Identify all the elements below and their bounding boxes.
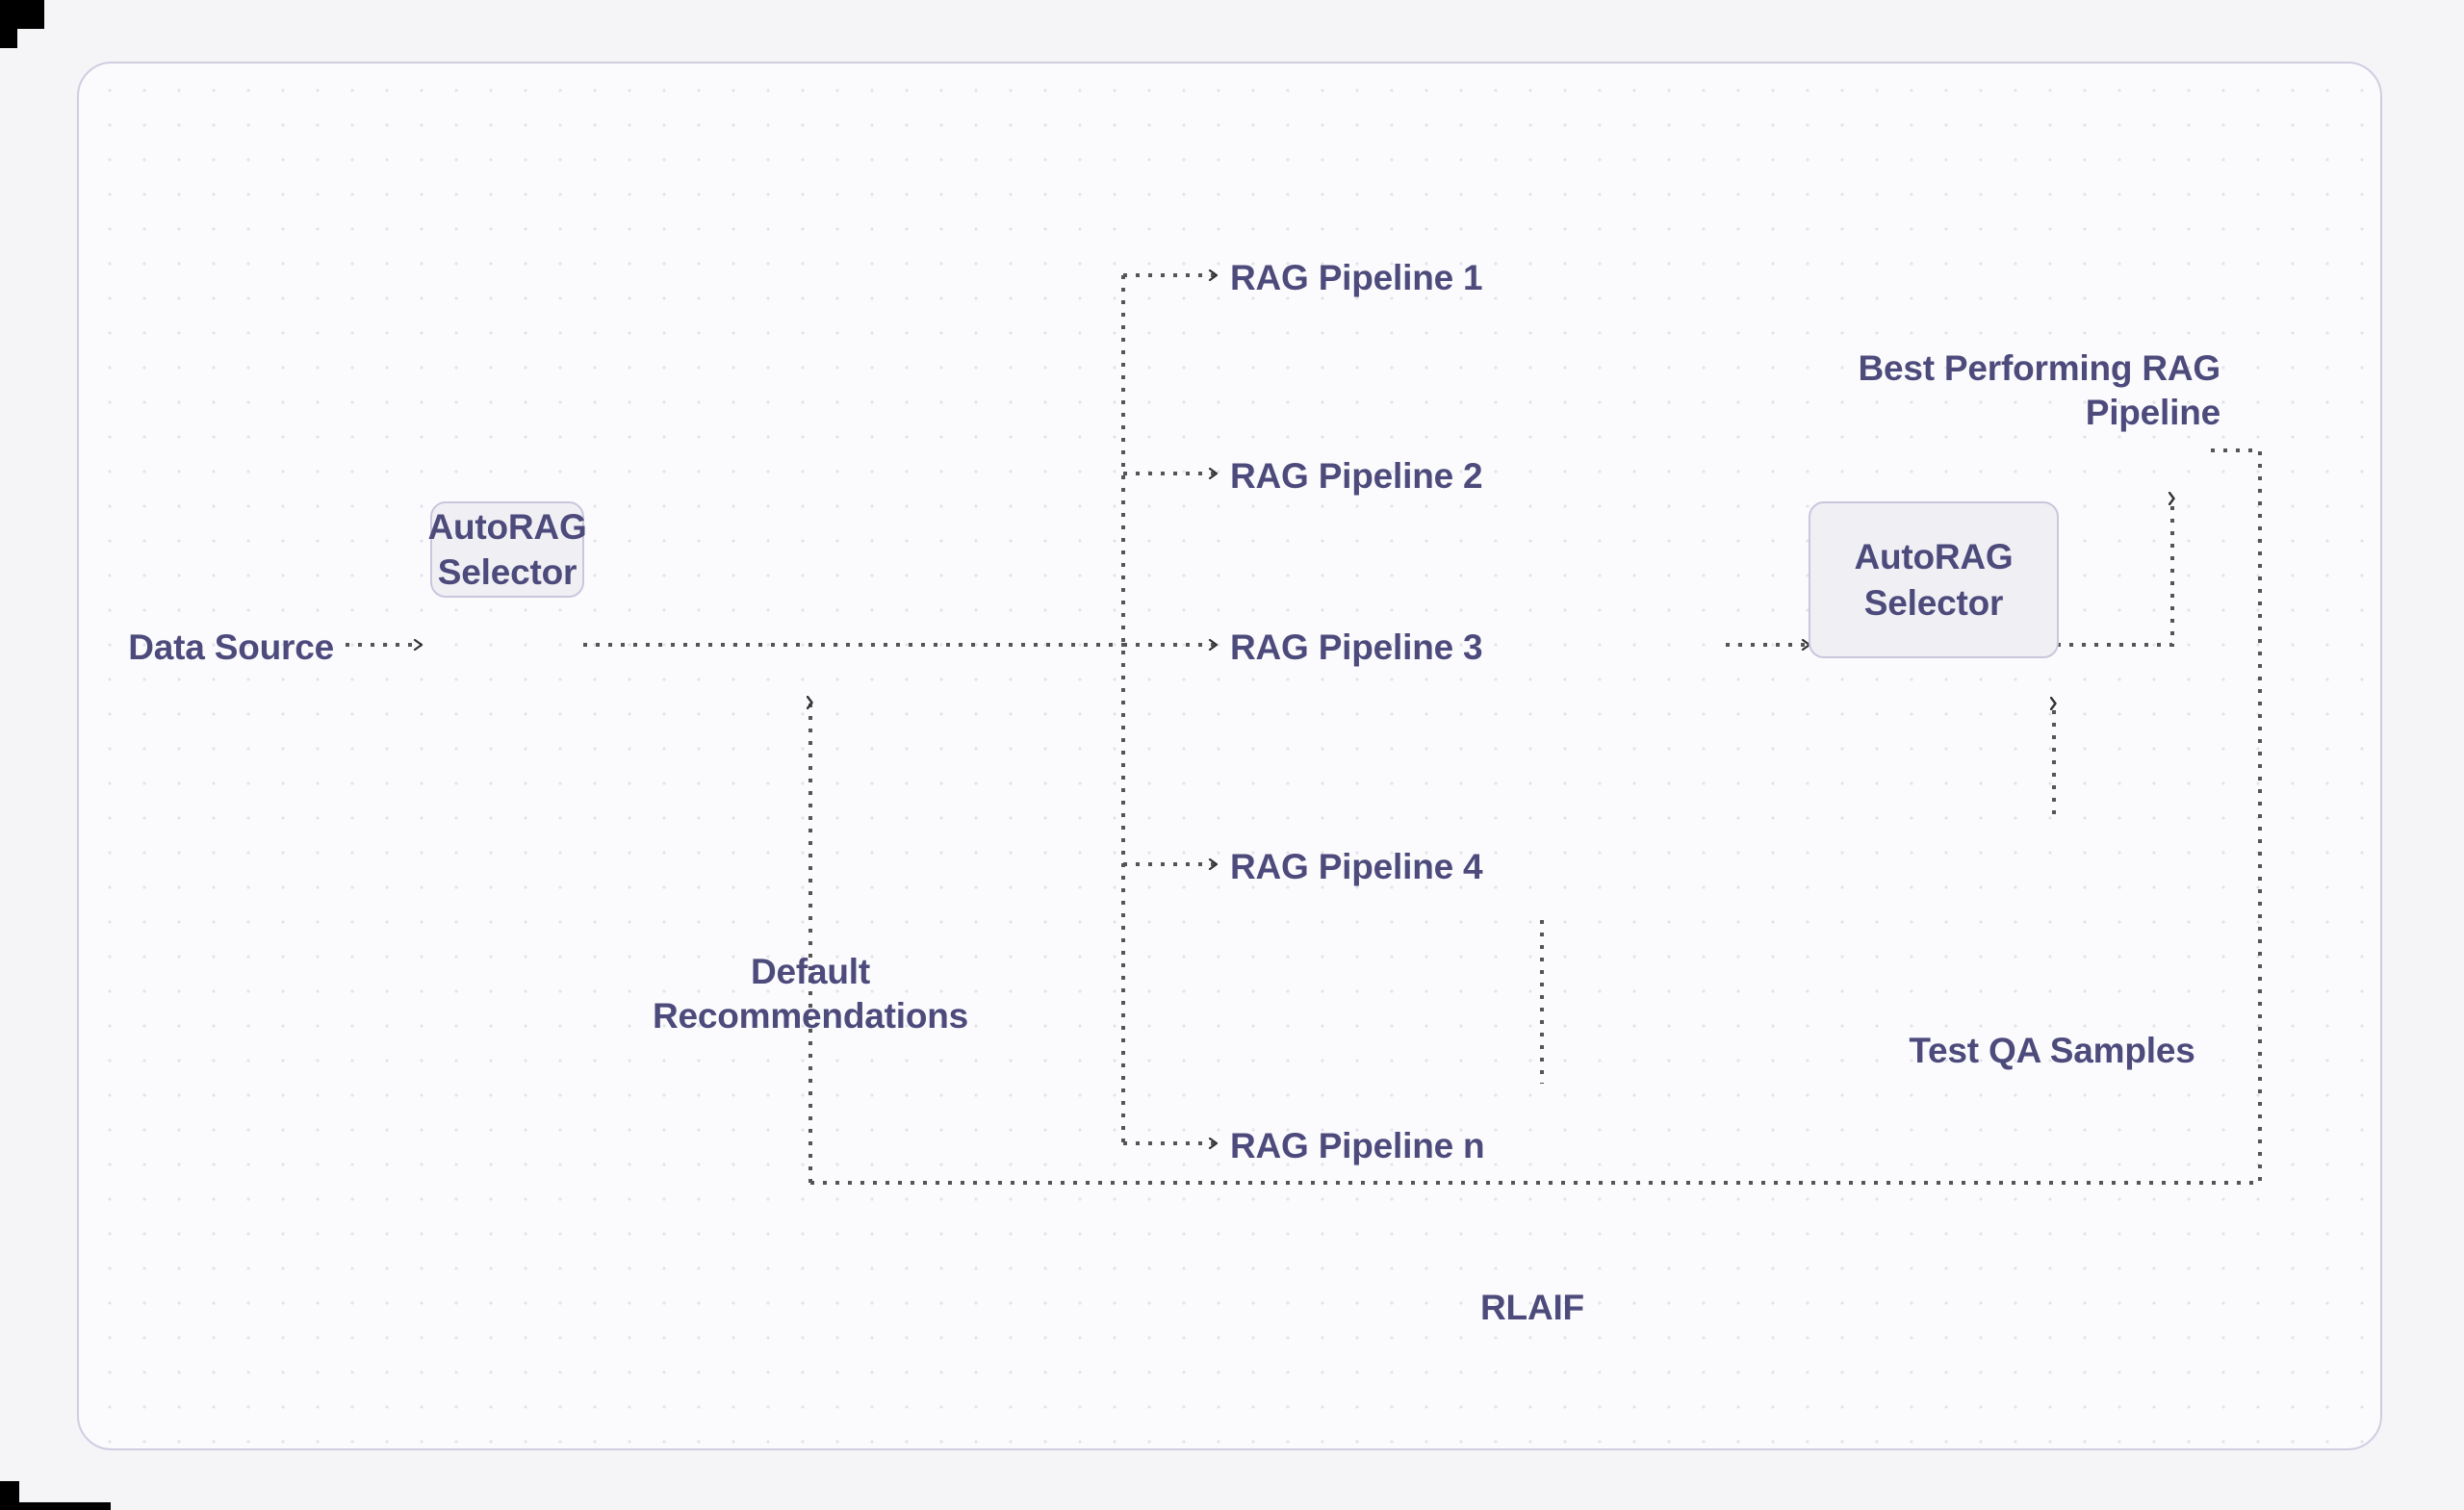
autorag-selector-2-line1: AutoRAG bbox=[1854, 537, 2014, 577]
default-recommendations-line2: Recommendations bbox=[652, 996, 968, 1037]
label-rlaif: RLAIF bbox=[1480, 1288, 1584, 1327]
node-autorag-selector-2[interactable]: AutoRAG Selector bbox=[1809, 501, 2059, 658]
label-rag-pipeline-1: RAG Pipeline 1 bbox=[1230, 258, 1483, 297]
corner-registration-mark-bottom-left bbox=[0, 1481, 19, 1510]
best-performing-line1: Best Performing bbox=[1858, 348, 2133, 388]
label-best-performing-rag-pipeline: Best Performing RAG Pipeline bbox=[1773, 346, 2220, 436]
label-rag-pipeline-4: RAG Pipeline 4 bbox=[1230, 847, 1483, 886]
edge-selector2-to-best-performing bbox=[2057, 499, 2172, 647]
label-data-source: Data Source bbox=[128, 627, 334, 667]
node-autorag-selector-1[interactable]: AutoRAG Selector bbox=[427, 501, 587, 598]
default-recommendations-line1: Default bbox=[751, 952, 870, 991]
label-rag-pipeline-2: RAG Pipeline 2 bbox=[1230, 456, 1483, 496]
autorag-selector-1-line2: Selector bbox=[437, 552, 578, 592]
corner-registration-mark-bottom-left-bar bbox=[19, 1502, 111, 1510]
edge-rlaif-feedback-loop bbox=[810, 448, 2262, 1185]
connector-layer bbox=[346, 64, 2262, 1185]
corner-registration-mark-top-left bbox=[0, 0, 44, 29]
label-rag-pipeline-3: RAG Pipeline 3 bbox=[1230, 627, 1483, 667]
label-default-recommendations: Default Recommendations bbox=[594, 950, 1027, 1039]
diagram-canvas: AutoRAG Selector AutoRAG Selector Data S… bbox=[77, 62, 2382, 1450]
label-test-qa-samples: Test QA Samples bbox=[1909, 1031, 2195, 1070]
autorag-selector-1-line1: AutoRAG bbox=[427, 506, 587, 547]
corner-registration-mark-top-left-secondary bbox=[0, 29, 17, 48]
best-performing-line2: RAG Pipeline bbox=[2085, 348, 2220, 433]
label-rag-pipeline-n: RAG Pipeline n bbox=[1230, 1126, 1485, 1165]
autorag-selector-2-line2: Selector bbox=[1863, 582, 2004, 623]
